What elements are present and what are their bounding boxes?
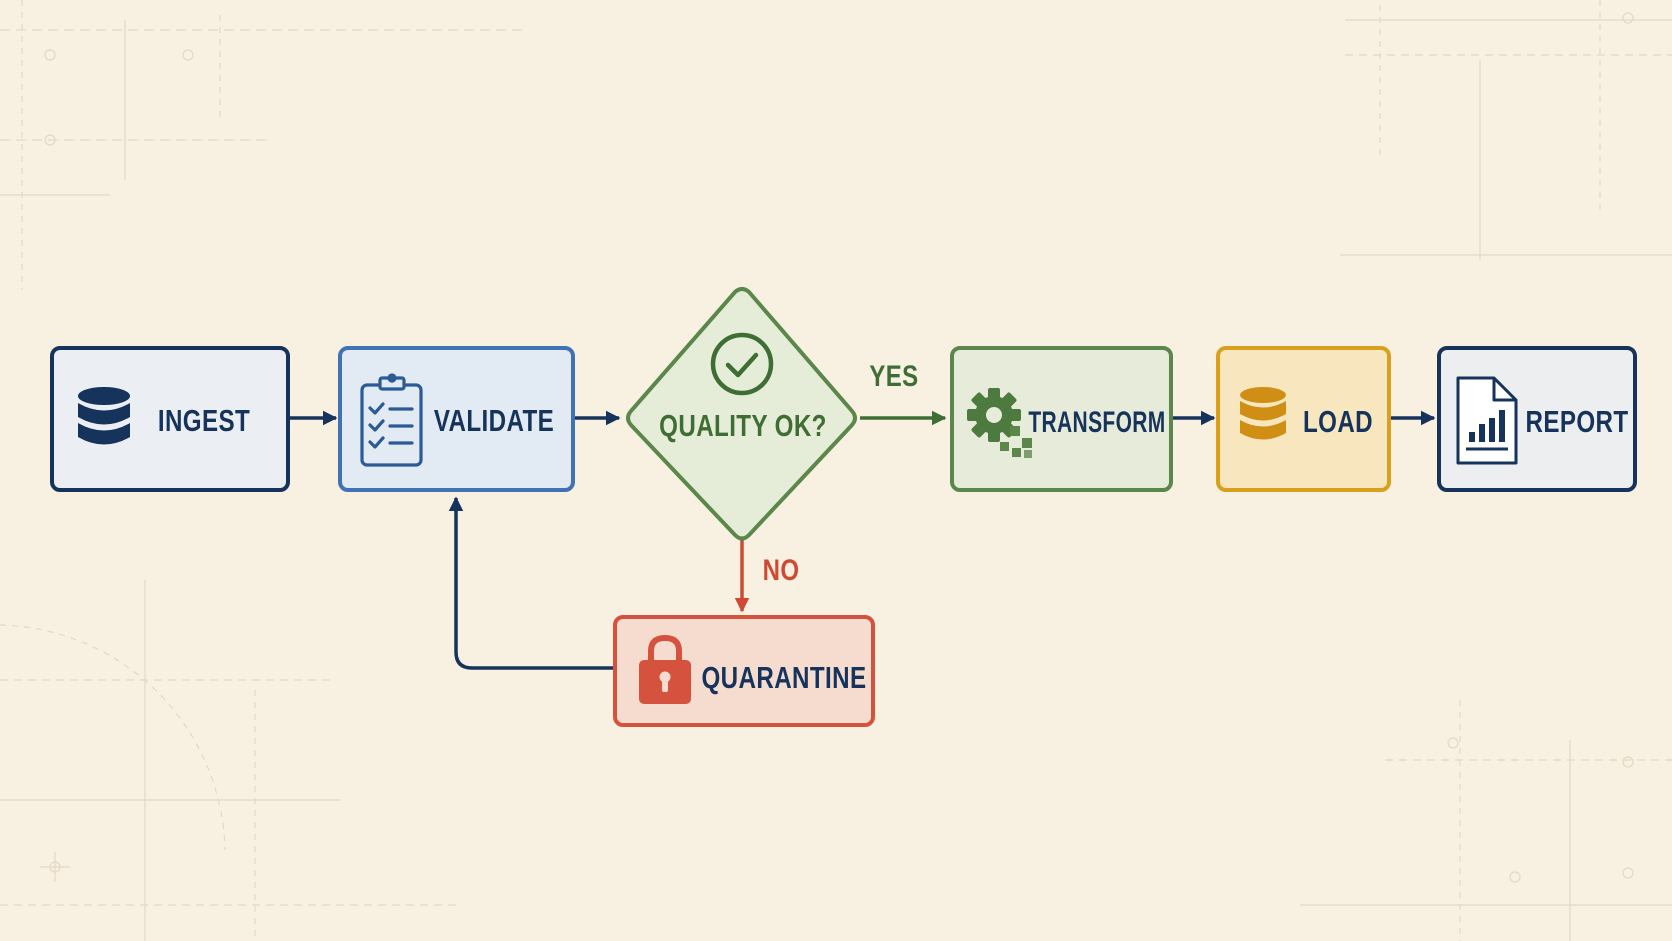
node-quality-check[interactable]: QUALITY OK? (626, 287, 857, 541)
gear-icon (967, 388, 1032, 458)
quality-label: QUALITY OK? (659, 408, 827, 443)
quality-diamond (626, 287, 857, 541)
connectors (290, 410, 1436, 670)
transform-box (950, 346, 1173, 492)
database-icon (1240, 387, 1286, 440)
node-report[interactable]: REPORT (1437, 346, 1637, 492)
validate-label: VALIDATE (434, 403, 554, 438)
node-validate[interactable]: VALIDATE (338, 346, 575, 492)
transform-label: TRANSFORM (1028, 407, 1165, 439)
arrow-quarantine-to-validate (448, 496, 614, 670)
database-icon (78, 387, 130, 445)
lock-icon (639, 634, 691, 704)
clipboard-checklist-icon (360, 373, 423, 467)
node-load[interactable]: LOAD (1216, 346, 1391, 492)
no-branch-label: NO (763, 552, 800, 586)
node-ingest[interactable]: INGEST (50, 346, 290, 492)
ingest-box (50, 346, 290, 492)
load-box (1216, 346, 1391, 492)
yes-branch-label: YES (869, 358, 918, 392)
check-circle-icon (710, 332, 774, 396)
report-label: REPORT (1525, 404, 1628, 439)
ingest-label: INGEST (158, 403, 250, 438)
node-transform[interactable]: TRANSFORM (950, 346, 1173, 492)
load-label: LOAD (1303, 404, 1373, 439)
node-quarantine[interactable]: QUARANTINE (613, 615, 875, 727)
quarantine-label: QUARANTINE (701, 660, 866, 695)
report-chart-icon (1456, 376, 1518, 465)
